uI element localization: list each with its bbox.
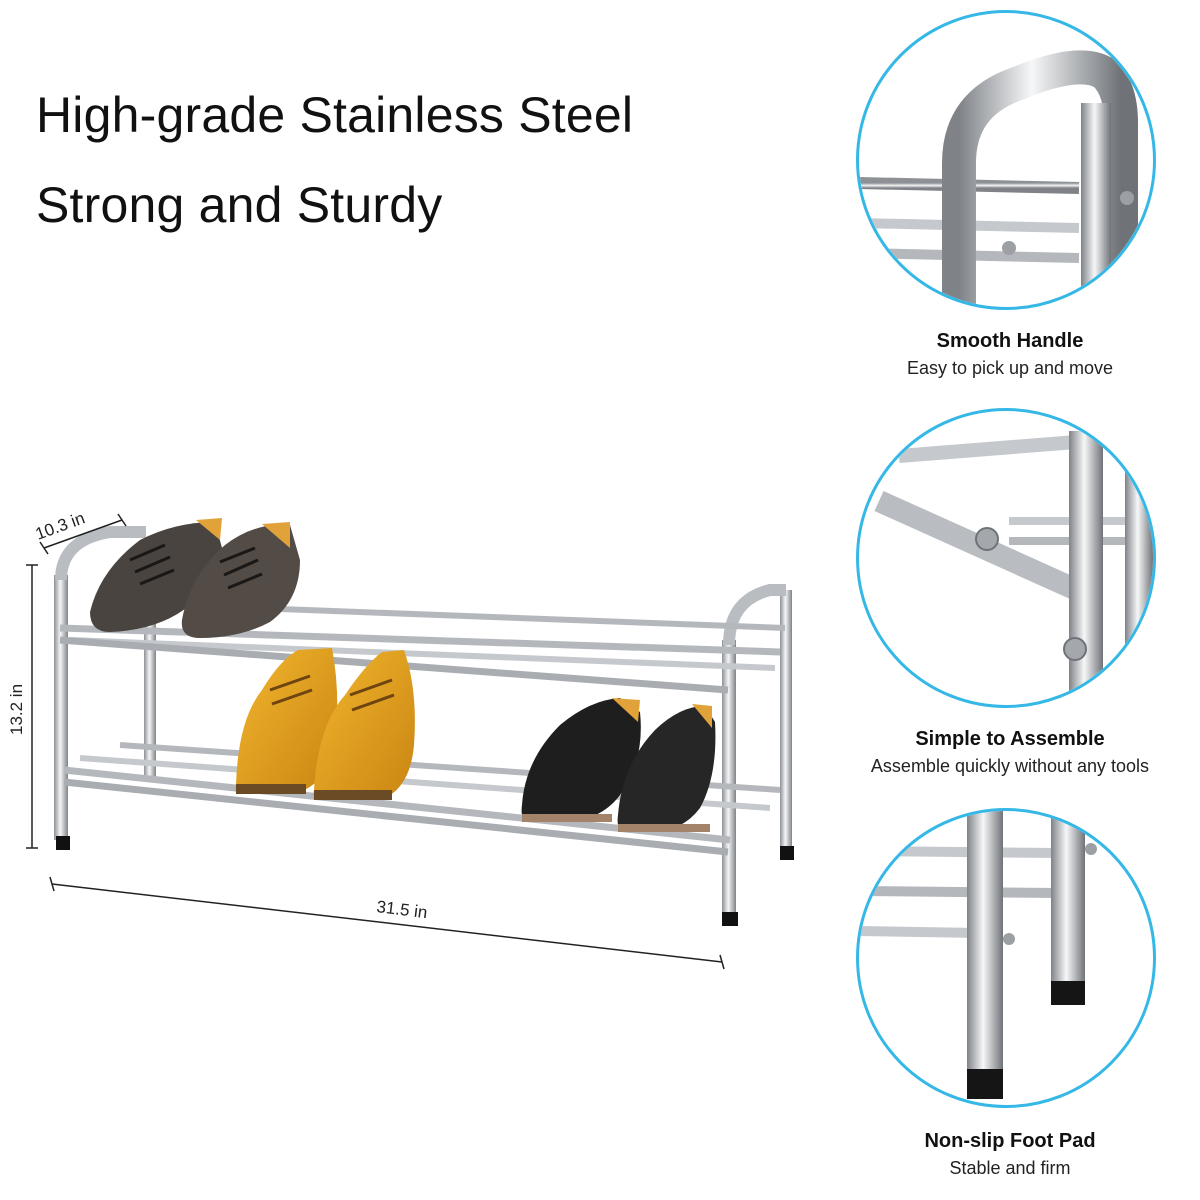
dimension-annotations bbox=[26, 513, 725, 970]
feature-subtitle: Stable and firm bbox=[949, 1158, 1071, 1178]
headline-line-2: Strong and Sturdy bbox=[36, 177, 443, 233]
footpad-closeup-image bbox=[859, 811, 1097, 1099]
feature-foot-pad: Non-slip Foot Pad Stable and firm bbox=[856, 808, 1166, 1188]
feature-title: Smooth Handle bbox=[936, 330, 1084, 352]
feature-circle-handle bbox=[856, 10, 1156, 310]
yellow-boots bbox=[235, 648, 415, 800]
rack-frame bbox=[54, 526, 794, 926]
shoe-rack-illustration: 10.3 in 13.2 in 31.5 in bbox=[7, 508, 794, 970]
handle-closeup-image bbox=[859, 50, 1138, 307]
feature-title: Simple to Assemble bbox=[915, 728, 1105, 750]
headline-line-1: High-grade Stainless Steel bbox=[36, 87, 634, 143]
feature-circle-footpad bbox=[856, 808, 1156, 1108]
feature-circle-assemble bbox=[856, 408, 1156, 708]
feature-simple-assemble: Simple to Assemble Assemble quickly with… bbox=[856, 408, 1166, 788]
assemble-closeup-image bbox=[874, 431, 1153, 705]
brown-shoes bbox=[90, 518, 300, 638]
feature-smooth-handle: Smooth Handle Easy to pick up and move bbox=[856, 10, 1166, 390]
feature-subtitle: Assemble quickly without any tools bbox=[870, 756, 1150, 776]
black-shoes bbox=[521, 698, 716, 832]
width-label: 31.5 in bbox=[376, 897, 429, 922]
feature-title: Non-slip Foot Pad bbox=[924, 1130, 1096, 1152]
height-label: 13.2 in bbox=[7, 684, 26, 735]
feature-subtitle: Easy to pick up and move bbox=[906, 358, 1114, 378]
